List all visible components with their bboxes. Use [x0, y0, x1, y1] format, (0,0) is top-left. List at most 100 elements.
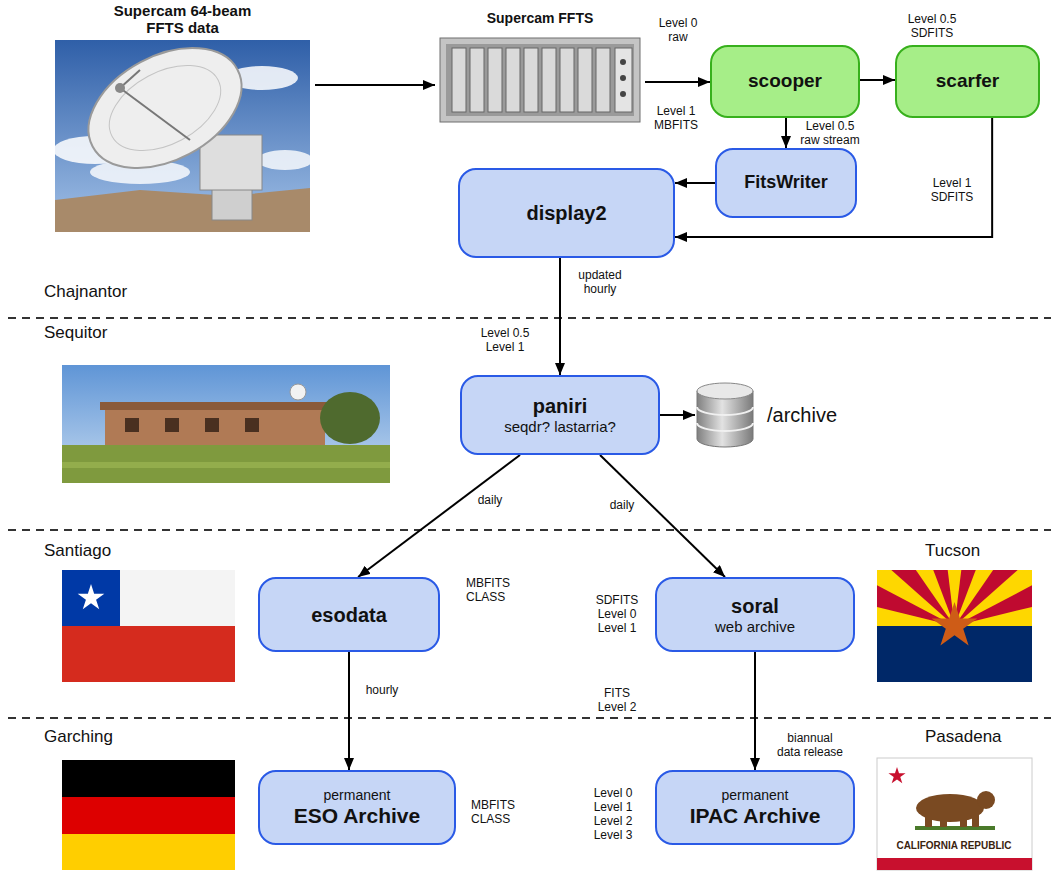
- cabin: [200, 135, 262, 190]
- window: [125, 418, 139, 432]
- bear-leg: [972, 813, 979, 827]
- flow-arrow: [675, 118, 992, 237]
- board: [542, 48, 556, 112]
- tree: [320, 392, 380, 444]
- board: [560, 48, 574, 112]
- region-divider: [8, 529, 1051, 531]
- node-title: soral: [731, 594, 779, 618]
- flow-arrow: [860, 79, 895, 81]
- sequitor-photo: [62, 365, 390, 483]
- node-subtitle: IPAC Archive: [690, 803, 821, 828]
- label-holder: CALIFORNIA REPUBLIC: [896, 839, 1011, 853]
- edge-label-holder: biannual data release: [776, 731, 845, 759]
- label-holder: Pasadena: [925, 727, 1002, 747]
- dish-rim: [95, 48, 235, 168]
- region-divider: [8, 317, 1051, 319]
- server-box: soralweb archive: [655, 577, 855, 652]
- flag-inscription: CALIFORNIA REPUBLIC: [896, 839, 1011, 853]
- flow-arrow: [645, 81, 710, 83]
- region-name: Tucson: [925, 541, 980, 561]
- format-note: MBFITS CLASS: [466, 576, 518, 604]
- flow-arrow: [675, 182, 715, 184]
- cloud: [257, 150, 313, 170]
- photo-heading: Supercam FFTS: [487, 10, 594, 27]
- edge-label-holder: Level 1 SDFITS: [926, 176, 978, 204]
- edge-label: Level 0 raw: [653, 16, 703, 44]
- label-holder: MBFITS CLASS: [466, 576, 518, 604]
- california-flag: [877, 758, 1032, 870]
- region-name: Chajnantor: [44, 282, 127, 302]
- sky: [62, 365, 390, 483]
- flow-arrow: [315, 84, 435, 86]
- flag-band: [62, 797, 235, 834]
- bear-leg: [960, 815, 967, 827]
- region-name: Santiago: [44, 541, 111, 561]
- board: [524, 48, 538, 112]
- cylinder-band: [697, 423, 753, 431]
- edge-label-holder: daily: [470, 493, 510, 507]
- label-holder: Sequitor: [44, 323, 107, 343]
- ffts-photo: [440, 38, 640, 122]
- data-level-note: Level 0.5 Level 1: [478, 326, 533, 354]
- process-box: FitsWriter: [715, 148, 857, 218]
- node-subtitle: ESO Archive: [294, 803, 420, 828]
- board: [578, 48, 592, 112]
- flow-arrow: [600, 455, 725, 577]
- telescope-photo: [53, 24, 313, 232]
- board: [470, 48, 484, 112]
- flow-arrow: [358, 455, 520, 577]
- archive-box: permanentESO Archive: [258, 770, 456, 845]
- connector-port: [620, 59, 626, 65]
- label-holder: Tucson: [925, 541, 980, 561]
- cylinder-top: [697, 383, 753, 399]
- flow-arrow: [785, 118, 787, 148]
- edge-label: Level 1 SDFITS: [926, 176, 978, 204]
- node-title: scooper: [748, 70, 822, 93]
- storage-node: /archive: [695, 383, 875, 447]
- edge-label-holder: Level 0.5 raw stream: [798, 119, 863, 147]
- flag-star: [932, 602, 978, 645]
- flow-arrow: [559, 258, 561, 375]
- process-box: scooper: [710, 45, 860, 118]
- node-title: permanent: [324, 787, 391, 804]
- edge-label-holder: daily: [602, 498, 642, 512]
- format-note: SDFITS Level 0 Level 1: [593, 593, 641, 635]
- flow-arrow: [754, 652, 756, 770]
- node-title: esodata: [311, 603, 387, 627]
- edge-label: Level 0.5 SDFITS: [904, 12, 960, 40]
- label-holder: Level 0 Level 1 Level 2 Level 3: [591, 786, 636, 842]
- process-box: scarfer: [895, 45, 1040, 118]
- field: [62, 445, 390, 483]
- subreflector: [115, 83, 125, 93]
- board: [488, 48, 502, 112]
- label-holder: Level 0.5 Level 1: [478, 326, 533, 354]
- connector-port: [620, 91, 626, 97]
- chile-flag: [62, 570, 235, 682]
- ground: [55, 188, 310, 232]
- node-title: scarfer: [936, 70, 999, 93]
- node-title: display2: [526, 201, 606, 225]
- photo-heading: Supercam 64-beam FFTS data: [108, 2, 258, 36]
- connector-port: [620, 75, 626, 81]
- format-note: FITS Level 2: [595, 686, 640, 714]
- edge-label-holder: Level 0.5 SDFITS: [904, 12, 960, 40]
- region-name: Sequitor: [44, 323, 107, 343]
- label-holder: SDFITS Level 0 Level 1: [593, 593, 641, 635]
- dish: [68, 24, 262, 193]
- bear-leg: [925, 814, 932, 827]
- chassis-front: [446, 44, 634, 116]
- node-subtitle: web archive: [715, 618, 795, 636]
- data-level-note: Level 0 Level 1 Level 2 Level 3: [591, 786, 636, 842]
- flag-star: [78, 584, 105, 609]
- edge-label: hourly: [358, 683, 406, 697]
- edge-label-holder: updated hourly: [574, 268, 626, 296]
- archive-box: permanentIPAC Archive: [655, 770, 855, 845]
- edge-label: Level 0.5 raw stream: [798, 119, 863, 147]
- equipment-photo: Supercam FFTS: [435, 10, 645, 126]
- edge-label-holder: hourly: [358, 683, 406, 697]
- format-note: MBFITS CLASS: [471, 798, 523, 826]
- germany-flag: [62, 760, 235, 870]
- node-subtitle: seqdr? lastarria?: [504, 418, 616, 436]
- flag-band: [62, 570, 235, 626]
